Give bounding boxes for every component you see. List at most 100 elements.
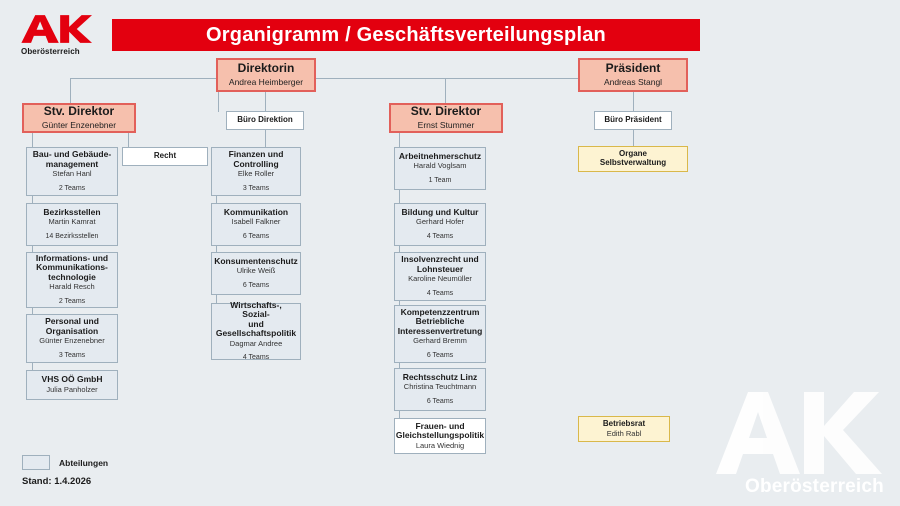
dept-person: Elke Roller	[237, 169, 275, 179]
praesident-title: Präsident	[605, 61, 661, 76]
connector-main-spine	[70, 78, 638, 79]
box-stv-direktor-left[interactable]: Stv. Direktor Günter Enzenebner	[22, 103, 136, 133]
dept-title-line2: management	[45, 158, 99, 169]
dept-teams: 4 Teams	[426, 233, 454, 241]
dept-title-line1: VHS OÖ GmbH	[41, 374, 103, 385]
box-praesident[interactable]: Präsident Andreas Stangl	[578, 58, 688, 92]
ak-logo: Oberösterreich	[20, 12, 98, 56]
box-buero-praesident[interactable]: Büro Präsident	[594, 111, 672, 130]
box-betriebsrat[interactable]: Betriebsrat Edith Rabl	[578, 416, 670, 442]
ak-logo-mark	[21, 15, 92, 43]
dept-box[interactable]: Wirtschafts-, Sozial- und Gesellschaftsp…	[211, 299, 301, 362]
dept-box[interactable]: Insolvenzrecht und Lohnsteuer Karoline N…	[394, 252, 486, 301]
dept-title-line1: Personal und	[45, 316, 99, 327]
dept-box[interactable]: Frauen- und Gleichstellungspolitik Laura…	[394, 418, 486, 454]
box-direktorin[interactable]: Direktorin Andrea Heimberger	[216, 58, 316, 92]
dept-title-line1: Wirtschafts-, Sozial-	[230, 299, 282, 320]
dept-teams: 6 Teams	[242, 233, 270, 241]
organe-title-line1: Organe	[618, 149, 647, 159]
dept-person: Gerhard Bremm	[413, 336, 467, 346]
praesident-person: Andreas Stangl	[603, 76, 663, 87]
stand-date: Stand: 1.4.2026	[22, 476, 92, 487]
dept-title-line3: Gesellschaftspolitik	[215, 328, 297, 339]
stv-direktor-left-title: Stv. Direktor	[43, 104, 115, 119]
dept-person: Julia Panholzer	[46, 384, 98, 394]
dept-box[interactable]: Bildung und Kultur Gerhard Hofer 4 Teams	[394, 203, 486, 246]
box-recht[interactable]: Recht	[122, 147, 208, 166]
ak-logo-subtitle: Oberösterreich	[21, 47, 80, 56]
dept-person: Stefan Hanl	[52, 169, 92, 179]
dept-title-line2: Gleichstellungspolitik	[395, 430, 485, 441]
dept-box[interactable]: Finanzen und Controlling Elke Roller 3 T…	[211, 147, 301, 196]
legend-label-abteilungen: Abteilungen	[59, 457, 109, 468]
dept-box[interactable]: Kommunikation Isabell Falkner 6 Teams	[211, 203, 301, 246]
dept-teams: 6 Teams	[242, 282, 270, 290]
watermark-subtitle: Oberösterreich	[744, 476, 884, 497]
dept-person: Laura Wiednig	[415, 440, 465, 450]
connector-to-stv-left	[70, 78, 71, 103]
dept-person: Gerhard Hofer	[416, 217, 464, 227]
organe-title-line2: Selbstverwaltung	[599, 158, 667, 167]
dept-box[interactable]: Kompetenzzentrum Betriebliche Interessen…	[394, 305, 486, 363]
dept-teams: 6 Teams	[426, 398, 454, 406]
dept-person: Günter Enzenebner	[39, 336, 105, 346]
box-buero-direktion[interactable]: Büro Direktion	[226, 111, 304, 130]
dept-title-line2: Organisation	[45, 325, 99, 336]
dept-teams: 3 Teams	[58, 351, 86, 359]
betriebsrat-title: Betriebsrat	[602, 418, 646, 428]
dept-teams: 3 Teams	[242, 184, 270, 192]
dept-title-line1: Informations- und	[35, 252, 109, 263]
dept-title-line1: Insolvenzrecht und	[401, 254, 479, 265]
dept-title-line1: Frauen- und	[415, 420, 465, 431]
dept-teams: 4 Teams	[426, 289, 454, 297]
dept-box[interactable]: Bau- und Gebäude- management Stefan Hanl…	[26, 147, 118, 196]
dept-title-line2: Lohnsteuer	[416, 263, 464, 274]
dept-teams: 2 Teams	[58, 298, 86, 306]
dept-title-line3: technologie	[48, 271, 96, 282]
legend-swatch-abteilungen	[22, 455, 50, 470]
dept-title-line2: Controlling	[233, 158, 279, 169]
buero-praesident-title: Büro Präsident	[604, 115, 662, 125]
dept-title-line2: und	[248, 318, 264, 329]
dept-box[interactable]: Konsumentenschutz Ulrike Weiß 6 Teams	[211, 252, 301, 295]
dept-person: Harald Resch	[49, 282, 95, 292]
dept-box[interactable]: Bezirksstellen Martin Kamrat 14 Bezirkss…	[26, 203, 118, 246]
dept-title-line1: Kompetenzzentrum	[400, 306, 480, 317]
dept-person: Harald Voglsam	[413, 161, 467, 171]
dept-teams: 1 Team	[428, 177, 452, 185]
dept-person: Dagmar Andree	[229, 338, 283, 348]
box-organe-selbstverwaltung[interactable]: Organe Selbstverwaltung	[578, 146, 688, 172]
dept-box[interactable]: Personal und Organisation Günter Enzeneb…	[26, 314, 118, 363]
connector-buero-direktion-down	[265, 130, 266, 147]
dept-box[interactable]: Rechtsschutz Linz Christina Teuchtmann 6…	[394, 368, 486, 411]
dept-person: Ulrike Weiß	[236, 266, 276, 276]
dept-title-line1: Konsumentenschutz	[214, 255, 298, 266]
dept-title-line3: Interessenvertretung	[397, 325, 483, 336]
connector-to-recht	[128, 133, 129, 147]
dept-teams: 14 Bezirksstellen	[45, 233, 99, 241]
legend: Abteilungen	[22, 455, 108, 470]
dept-box[interactable]: VHS OÖ GmbH Julia Panholzer	[26, 370, 118, 400]
dept-box[interactable]: Informations- und Kommunikations- techno…	[26, 252, 118, 308]
stv-direktor-mid-person: Ernst Stummer	[417, 119, 475, 130]
dept-teams: 6 Teams	[426, 352, 454, 360]
stv-direktor-left-person: Günter Enzenebner	[41, 119, 117, 130]
page-title: Organigramm / Geschäftsverteilungsplan	[112, 19, 700, 51]
dept-title-line1: Kommunikation	[223, 206, 289, 217]
watermark-ak-logo: Oberösterreich	[704, 382, 894, 502]
dept-person: Martin Kamrat	[48, 217, 96, 227]
dept-person: Isabell Falkner	[231, 217, 281, 227]
connector-direktorin-left	[218, 92, 219, 112]
dept-title-line1: Rechtsschutz Linz	[402, 371, 478, 382]
direktorin-title: Direktorin	[237, 61, 295, 76]
dept-title-line1: Arbeitnehmerschutz	[398, 150, 482, 161]
recht-title: Recht	[153, 151, 177, 161]
connector-direktorin-buero	[265, 92, 266, 111]
box-stv-direktor-mid[interactable]: Stv. Direktor Ernst Stummer	[389, 103, 503, 133]
dept-teams: 4 Teams	[242, 354, 270, 362]
dept-title-line2: Kommunikations-	[36, 262, 108, 273]
direktorin-person: Andrea Heimberger	[228, 76, 304, 87]
dept-box[interactable]: Arbeitnehmerschutz Harald Voglsam 1 Team	[394, 147, 486, 190]
connector-to-stv-mid	[445, 78, 446, 103]
